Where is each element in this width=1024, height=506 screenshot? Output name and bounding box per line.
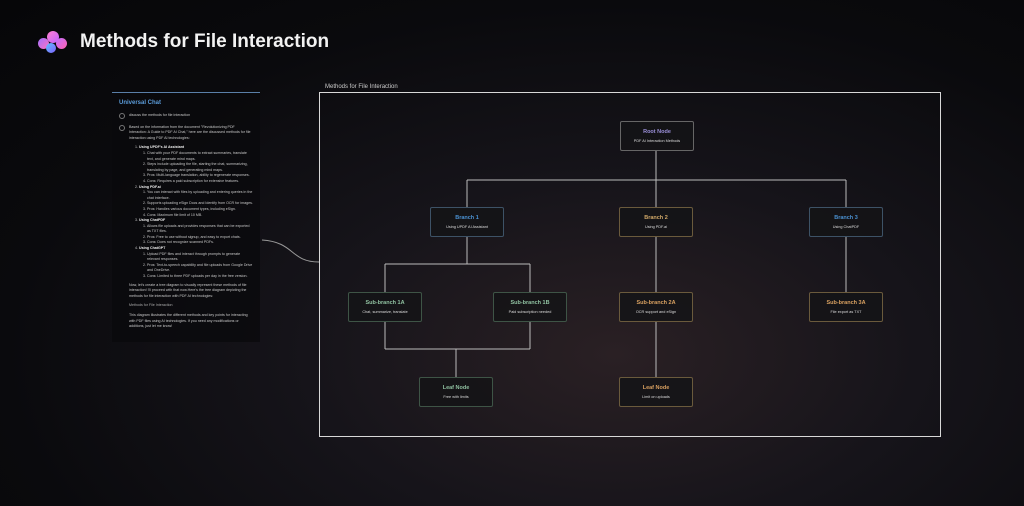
branch1-links: [384, 236, 531, 292]
sub1-links: [384, 321, 531, 377]
node-title: Branch 3: [834, 215, 858, 221]
method-point: Cons: Requires a paid subscription for e…: [147, 179, 253, 185]
node-title: Branch 1: [455, 215, 479, 221]
method-point: Pros: Multi-language translation, abilit…: [147, 173, 253, 179]
root-links: [466, 150, 847, 207]
node-subtitle: Using PDF.ai: [645, 225, 667, 229]
node-subtitle: File export as TXT: [830, 310, 862, 314]
method-item: Using PDF.aiYou can interact with files …: [139, 185, 253, 219]
node-subtitle: OCR support and eSign: [635, 310, 677, 314]
diagram-frame: [319, 92, 941, 437]
node-subtitle: Limit on uploads: [642, 395, 670, 399]
node-subtitle: Using ChatPDF: [832, 225, 860, 229]
chat-panel: Universal Chat discuss the methods for f…: [112, 92, 260, 342]
method-point: Pros: Handles various document types, in…: [147, 207, 253, 213]
node-s2a[interactable]: Sub-branch 2A OCR support and eSign: [619, 292, 693, 322]
node-title: Sub-branch 2A: [636, 300, 676, 306]
method-point: Cons: Does not recognize scanned PDFs.: [147, 240, 253, 246]
method-name: Using ChatPDF: [139, 218, 166, 223]
node-subtitle: Using UPDF AI Assistant: [446, 225, 488, 229]
page-header: Methods for File Interaction: [38, 30, 329, 54]
node-title: Leaf Node: [642, 385, 670, 391]
node-title: Sub-branch 1B: [510, 300, 550, 306]
assistant-avatar-icon: [119, 124, 125, 131]
node-s1a[interactable]: Sub-branch 1A Chat, summarize, translate: [348, 292, 422, 322]
node-b2[interactable]: Branch 2 Using PDF.ai: [619, 207, 693, 237]
node-subtitle: Chat, summarize, translate: [362, 310, 408, 314]
node-title: Sub-branch 3A: [826, 300, 866, 306]
method-point: Allows file uploads and provides respons…: [147, 224, 253, 235]
panel-connector: [261, 239, 320, 263]
method-point: Pros: Free to use without signup, and ea…: [147, 235, 253, 241]
node-title: Root Node: [643, 129, 671, 135]
node-title: Leaf Node: [442, 385, 470, 391]
node-s3a[interactable]: Sub-branch 3A File export as TXT: [809, 292, 883, 322]
method-point: Supports uploading eSign Docs and Identi…: [147, 201, 253, 207]
method-item: Using ChatPDFAllows file uploads and pro…: [139, 218, 253, 246]
node-subtitle: PDF AI Interaction Methods: [633, 139, 681, 143]
method-item: Using ChatGPTUpload PDF files and intera…: [139, 246, 253, 280]
node-b1[interactable]: Branch 1 Using UPDF AI Assistant: [430, 207, 504, 237]
diagram-link[interactable]: Methods for File Interaction: [129, 303, 173, 308]
method-point: Pros: Text-to-speech capability and file…: [147, 263, 253, 274]
method-point: You can interact with files by uploading…: [147, 190, 253, 201]
page-title: Methods for File Interaction: [80, 31, 330, 52]
node-s1b[interactable]: Sub-branch 1B Paid subscription needed: [493, 292, 567, 322]
node-title: Sub-branch 1A: [365, 300, 405, 306]
method-name: Using UPDF's AI Assistant: [139, 145, 185, 150]
app-logo-icon: [38, 30, 68, 54]
chat-title: Universal Chat: [119, 100, 162, 106]
method-point: Steps include uploading the file, starti…: [147, 162, 253, 173]
method-name: Using ChatGPT: [139, 246, 166, 251]
assistant-message: Based on the information from the docume…: [119, 124, 253, 334]
node-subtitle: Paid subscription needed: [508, 310, 552, 314]
method-point: Cons: Limited to three PDF uploads per d…: [147, 274, 253, 280]
node-b3[interactable]: Branch 3 Using ChatPDF: [809, 207, 883, 237]
method-item: Using UPDF's AI AssistantChat with your …: [139, 145, 253, 184]
user-message: discuss the methods for file interaction: [119, 112, 253, 119]
node-title: Branch 2: [644, 215, 668, 221]
methods-list: Using UPDF's AI AssistantChat with your …: [129, 145, 253, 279]
method-name: Using PDF.ai: [139, 184, 161, 189]
method-point: Upload PDF files and interact through pr…: [147, 252, 253, 263]
branch-links: [655, 236, 847, 292]
method-point: Cons: Maximum file limit of 10 MB.: [147, 213, 253, 219]
node-subtitle: Free with limits: [443, 395, 469, 399]
user-avatar-icon: [119, 112, 125, 119]
method-point: Chat with your PDF documents to extract …: [147, 151, 253, 162]
diagram-label: Methods for File Interaction: [325, 84, 398, 90]
